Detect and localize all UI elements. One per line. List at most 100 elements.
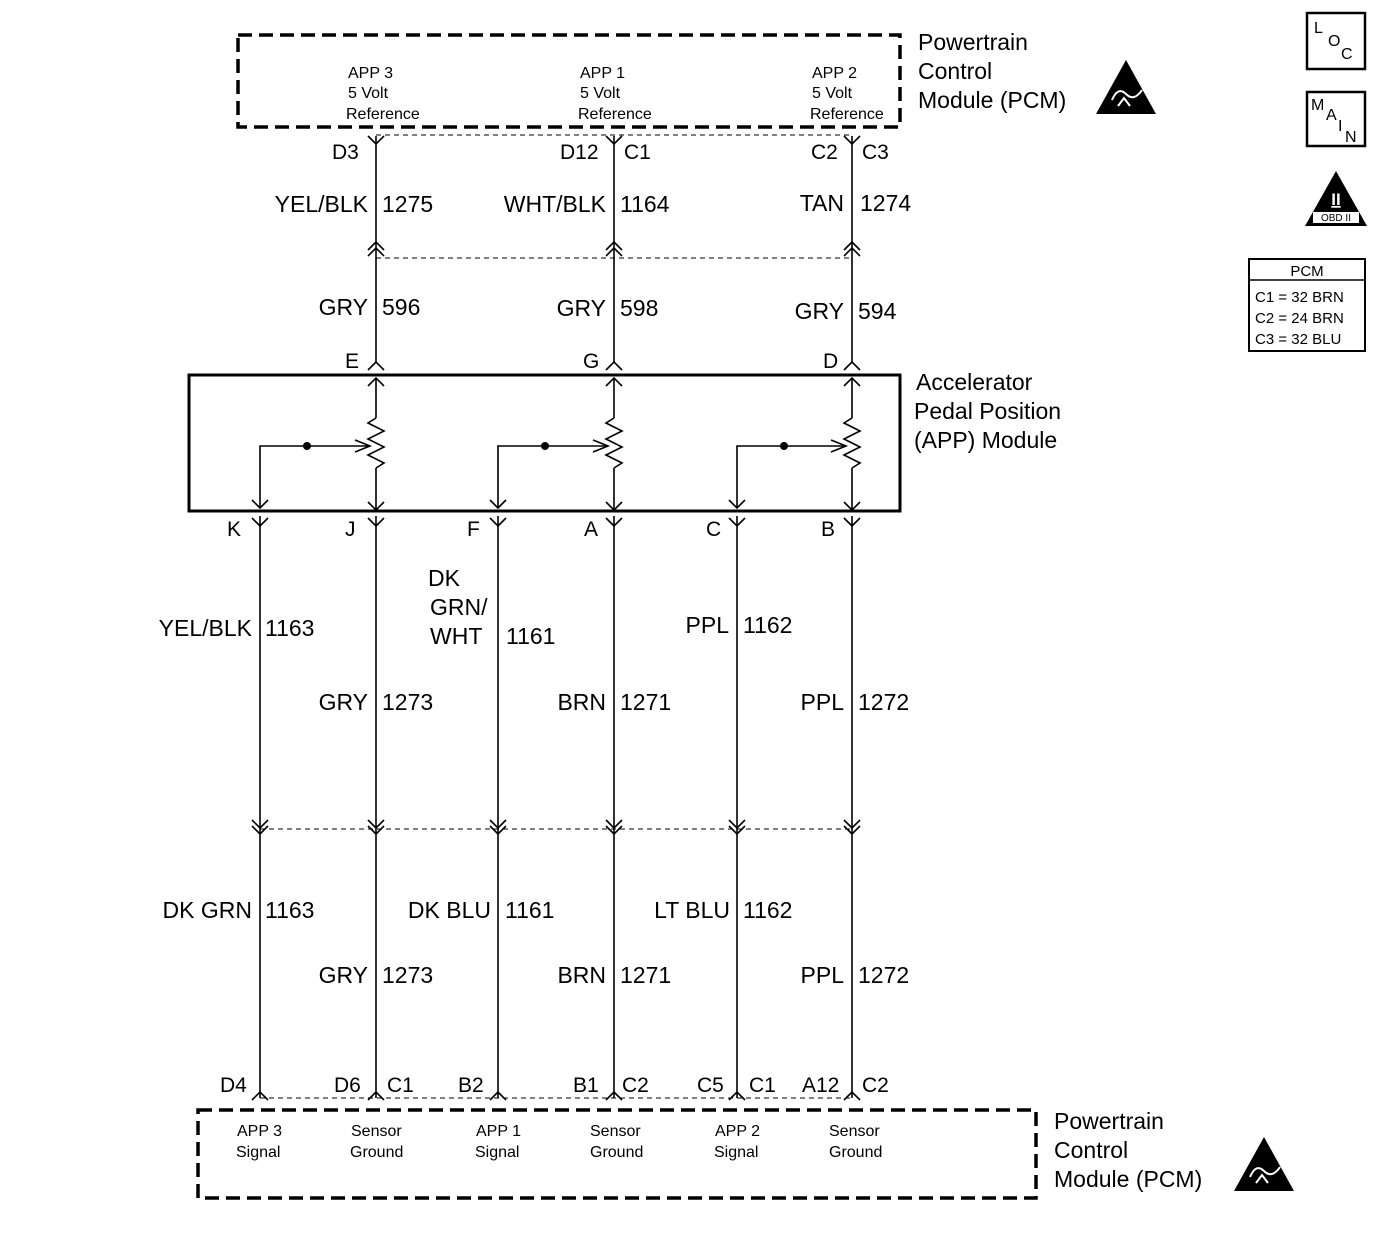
pcm-connector-table-row: C3 = 32 BLU (1255, 331, 1341, 348)
pcm-bottom-pin-b2: B2 (458, 1074, 484, 1097)
wire-label-circuit: 1273 (382, 689, 433, 715)
wire-label-circuit: 1275 (382, 191, 433, 217)
svg-text:I: I (1338, 118, 1342, 135)
wire-label-circuit: 598 (620, 295, 658, 321)
wire-label-color: GRY (557, 295, 606, 321)
app-pin-c: C (706, 518, 721, 541)
pcm-top-conn-c3: C3 (862, 141, 889, 164)
svg-text:5 Volt: 5 Volt (580, 85, 621, 102)
app-pin-b: B (821, 518, 835, 541)
pcm-bottom-pin-c5: C5 (697, 1074, 724, 1097)
esd-warning-icon (1234, 1137, 1294, 1191)
pcm-top-pin-d3: D3 (332, 141, 359, 164)
esd-warning-icon (1096, 60, 1156, 114)
pcm-bottom-terminal-app1-signal: APP 1 Signal (475, 1123, 521, 1161)
pcm-top-box (236, 33, 902, 129)
wire-label-color: PPL (801, 962, 845, 988)
wire-label-circuit: 1163 (265, 897, 314, 923)
svg-text:APP 3: APP 3 (237, 1123, 282, 1140)
svg-text:APP 2: APP 2 (715, 1123, 760, 1140)
svg-text:Signal: Signal (475, 1144, 519, 1161)
svg-text:APP 1: APP 1 (580, 65, 625, 82)
pcm-connector-table-row: C2 = 24 BRN (1255, 310, 1344, 327)
svg-text:Sensor: Sensor (829, 1123, 880, 1140)
pcm-top-title-line2: Control (918, 58, 992, 84)
wire-label-color: YEL/BLK (275, 191, 369, 217)
wire-label-circuit: 1163 (265, 615, 314, 641)
app-pin-e: E (345, 350, 359, 373)
svg-text:Ground: Ground (590, 1144, 643, 1161)
svg-text:Sensor: Sensor (590, 1123, 641, 1140)
svg-text:Sensor: Sensor (351, 1123, 402, 1140)
potentiometer-app3 (251, 376, 386, 512)
wire-label-circuit: 1164 (620, 191, 670, 217)
pcm-bottom-conn-c2: C2 (862, 1074, 889, 1097)
svg-text:Signal: Signal (714, 1144, 758, 1161)
wire-label-circuit: 1162 (743, 612, 792, 638)
wire-label-color: GRY (319, 689, 368, 715)
pcm-bottom-pin-b1: B1 (573, 1074, 599, 1097)
wire-label-color: TAN (800, 190, 844, 216)
wire-label-circuit: 1162 (743, 897, 792, 923)
pcm-bottom-terminal-sensor-ground: Sensor Ground (829, 1123, 882, 1161)
pcm-bottom-conn-c1: C1 (387, 1074, 414, 1097)
pcm-bottom-box (196, 1108, 1038, 1200)
lower-wires (251, 516, 861, 1101)
wire-label-color: GRY (319, 294, 368, 320)
wire-label-circuit: 1161 (506, 623, 555, 649)
wire-label-color: GRY (319, 962, 368, 988)
app-pin-g: G (583, 350, 599, 373)
svg-text:O: O (1328, 33, 1340, 50)
app-module-title-line3: (APP) Module (914, 427, 1057, 453)
wire-label-color: BRN (557, 689, 606, 715)
wire-label-color: DK GRN (163, 897, 252, 923)
svg-text:Ground: Ground (350, 1144, 403, 1161)
wire-label-circuit: 1272 (858, 689, 909, 715)
wire-label-circuit: 1271 (620, 689, 671, 715)
pcm-top-terminal-app3: APP 3 5 Volt Reference (346, 65, 420, 123)
wire-label-color: YEL/BLK (159, 615, 253, 641)
svg-text:5 Volt: 5 Volt (348, 85, 389, 102)
pcm-top-title-line3: Module (PCM) (918, 87, 1066, 113)
pcm-bottom-conn-c2: C2 (622, 1074, 649, 1097)
wire-label-color: GRY (795, 298, 844, 324)
app-pin-f: F (467, 518, 480, 541)
pcm-bottom-pin-a12: A12 (802, 1074, 839, 1097)
wire-label-circuit: 1272 (858, 962, 909, 988)
pcm-bottom-pin-d6: D6 (334, 1074, 361, 1097)
pcm-top-terminal-app1: APP 1 5 Volt Reference (578, 65, 652, 123)
wire-label-circuit: 596 (382, 294, 420, 320)
pcm-bottom-terminal-sensor-ground: Sensor Ground (590, 1123, 643, 1161)
loc-icon: L O C (1305, 11, 1367, 71)
svg-text:Reference: Reference (810, 106, 884, 123)
pcm-bottom-pin-d4: D4 (220, 1074, 247, 1097)
potentiometer-app1 (489, 376, 624, 512)
app-module-box (187, 373, 902, 513)
obd-ii-icon: II OBD II (1305, 171, 1367, 226)
wire-label-color: GRN/ (430, 594, 488, 620)
wire-label-circuit: 1273 (382, 962, 433, 988)
wire-label-circuit: 1271 (620, 962, 671, 988)
main-icon: M A I N (1305, 90, 1367, 148)
wire-label-color: PPL (801, 689, 845, 715)
svg-text:C: C (1341, 46, 1353, 63)
pcm-connector-table: PCM C1 = 32 BRN C2 = 24 BRN C3 = 32 BLU (1248, 258, 1366, 352)
wire-label-circuit: 1161 (505, 897, 554, 923)
svg-text:5 Volt: 5 Volt (812, 85, 853, 102)
app-pin-a: A (584, 518, 598, 541)
pcm-connector-table-header: PCM (1290, 263, 1323, 280)
wire-label-color: PPL (686, 612, 730, 638)
svg-text:APP 3: APP 3 (348, 65, 393, 82)
svg-text:OBD II: OBD II (1321, 213, 1351, 224)
upper-wires (367, 135, 861, 371)
app-pin-j: J (345, 518, 356, 541)
wire-label-color: DK BLU (408, 897, 491, 923)
pcm-top-title-line1: Powertrain (918, 29, 1028, 55)
pcm-bottom-title-line1: Powertrain (1054, 1108, 1164, 1134)
wire-label-circuit: 1274 (860, 190, 911, 216)
svg-text:Ground: Ground (829, 1144, 882, 1161)
wire-label-color: LT BLU (654, 897, 730, 923)
pcm-bottom-terminal-app3-signal: APP 3 Signal (236, 1123, 282, 1161)
svg-text:APP 2: APP 2 (812, 65, 857, 82)
